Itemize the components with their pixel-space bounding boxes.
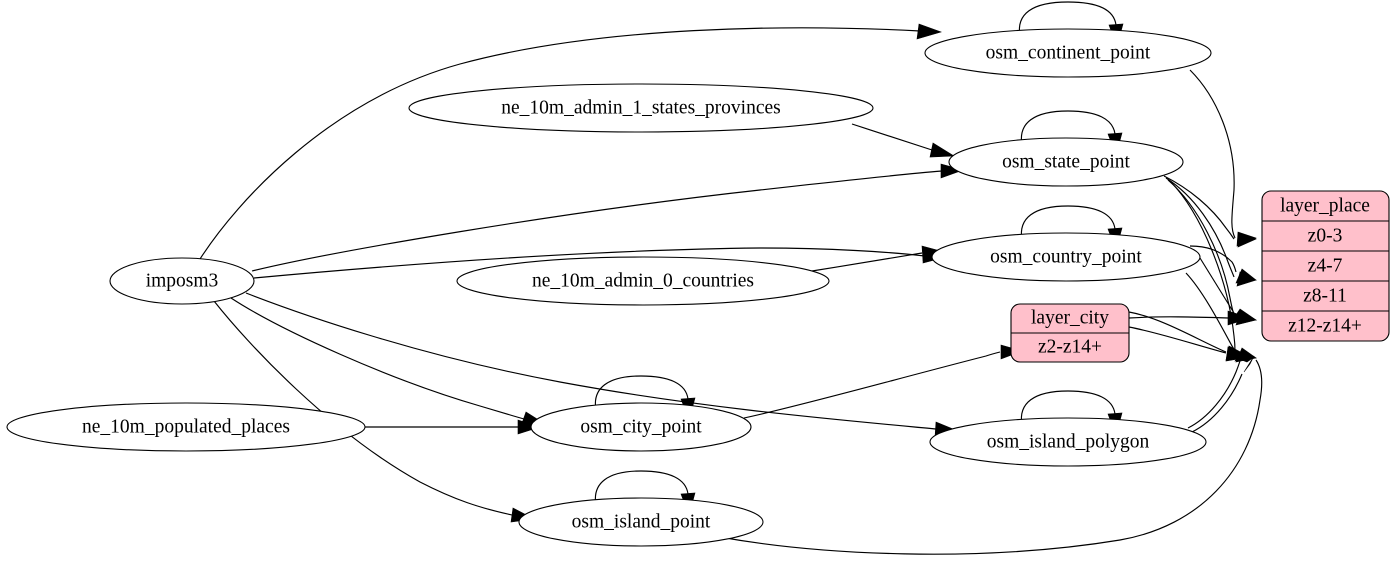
node-ne-10m-populated-places[interactable]: ne_10m_populated_places	[6, 402, 366, 452]
edge-osm-island-point-to-layer-place-z12	[719, 355, 1263, 555]
node-osm-continent-point[interactable]: osm_continent_point	[924, 28, 1212, 78]
record-node-layer-city[interactable]: layer_city z2-z14+	[1010, 303, 1130, 363]
record-node-layer-place[interactable]: layer_place z0-3 z4-7 z8-11 z12-z14+	[1261, 190, 1390, 342]
edge-layer-city-to-layer-place-z8-11	[1128, 310, 1251, 326]
node-ne-10m-admin-1-states-provinces[interactable]: ne_10m_admin_1_states_provinces	[408, 83, 874, 133]
edge-imposm3-to-osm-state-point	[251, 163, 964, 272]
node-osm-island-polygon[interactable]: osm_island_polygon	[929, 417, 1207, 467]
node-layer: imposm3 ne_10m_admin_1_states_provinces …	[6, 28, 1212, 547]
edge-ne-places-to-osm-city-point	[365, 419, 541, 435]
node-osm-island-point[interactable]: osm_island_point	[518, 497, 764, 547]
node-osm-state-point[interactable]: osm_state_point	[948, 137, 1184, 187]
edge-osm-state-point-to-layer-place-z0-3	[1163, 175, 1257, 248]
node-osm-city-point[interactable]: osm_city_point	[530, 402, 752, 452]
edge-imposm3-to-osm-continent-point	[199, 23, 942, 260]
node-ne-10m-admin-0-countries[interactable]: ne_10m_admin_0_countries	[456, 256, 830, 306]
node-osm-country-point[interactable]: osm_country_point	[931, 232, 1201, 282]
node-imposm3[interactable]: imposm3	[109, 257, 255, 305]
edge-osm-island-polygon-to-layer-place-z12	[1187, 356, 1255, 433]
edge-ne-states-to-osm-state-point	[851, 123, 955, 158]
edge-osm-city-point-to-layer-city	[743, 344, 1023, 419]
edge-osm-country-point-to-layer-place-z4-7	[1189, 245, 1257, 284]
